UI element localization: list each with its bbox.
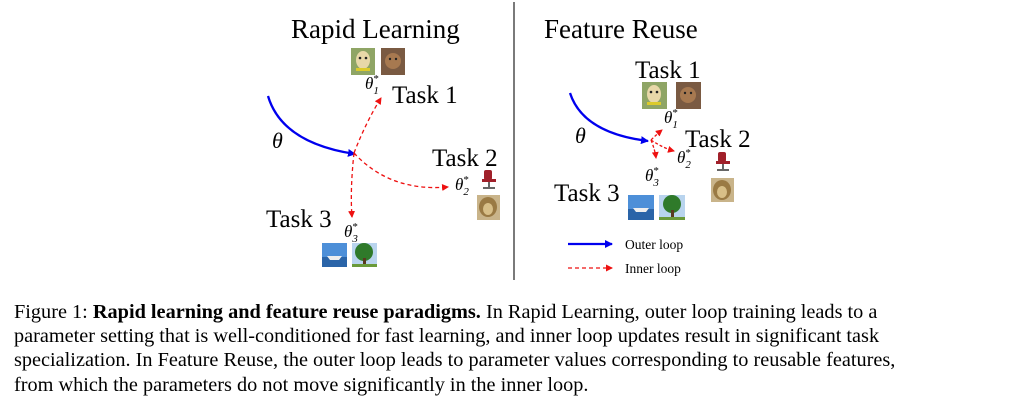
lion-thumbnail-icon (477, 195, 500, 220)
left-task1-thumbnails (351, 48, 405, 75)
left-task3-label: Task 3 (266, 206, 332, 233)
tree-thumbnail-icon (659, 195, 685, 220)
left-theta: θ (272, 128, 283, 153)
right-theta: θ (575, 123, 586, 148)
tree-thumbnail-icon (352, 243, 377, 267)
right-task3-thumbnails (628, 195, 685, 220)
chair-thumbnail-icon (478, 168, 500, 190)
boat-thumbnail-icon (628, 195, 654, 220)
right-theta2-star: θ2* (677, 147, 691, 171)
right-task2-thumbnails (711, 150, 734, 202)
right-task2-label: Task 2 (685, 126, 751, 153)
right-theta1-star: θ1* (664, 107, 678, 131)
legend: Outer loop Inner loop (568, 237, 683, 276)
left-panel-title: Rapid Learning (291, 14, 460, 44)
left-task3-thumbnails (322, 243, 377, 267)
left-outer-loop-arrow (266, 95, 356, 157)
legend-outer-loop-label: Outer loop (625, 237, 683, 252)
caption-line-1: Figure 1: Rapid learning and feature reu… (14, 300, 1014, 324)
boat-thumbnail-icon (322, 243, 347, 267)
caption-line1-rest: In Rapid Learning, outer loop training l… (480, 301, 878, 323)
right-theta3-star: θ3* (645, 165, 659, 189)
cat-thumbnail-icon (676, 82, 701, 109)
dog-thumbnail-icon (642, 82, 667, 109)
right-inner-loop-task3-arrow (650, 139, 659, 159)
right-task3-label: Task 3 (554, 180, 620, 207)
right-inner-loop-task2-arrow (650, 139, 675, 153)
caption-line-2: parameter setting that is well-condition… (14, 325, 880, 348)
caption-bold-title: Rapid learning and feature reuse paradig… (92, 301, 481, 323)
legend-inner-loop-label: Inner loop (625, 261, 681, 276)
left-theta3-star: θ3* (344, 221, 358, 245)
cat-thumbnail-icon (381, 48, 405, 75)
right-panel-title: Feature Reuse (544, 14, 698, 44)
left-task1-label: Task 1 (392, 82, 458, 109)
left-task2-thumbnails (477, 168, 500, 220)
left-inner-loop-task3-arrow (348, 152, 356, 218)
caption-line-3: specialization. In Feature Reuse, the ou… (14, 349, 896, 372)
lion-thumbnail-icon (711, 178, 734, 202)
figure-caption: Figure 1: Rapid learning and feature reu… (14, 300, 1014, 397)
dog-thumbnail-icon (351, 48, 375, 75)
left-task2-label: Task 2 (432, 145, 498, 172)
left-theta2-star: θ2* (455, 174, 469, 198)
caption-line-4: from which the parameters do not move si… (14, 373, 589, 396)
chair-thumbnail-icon (712, 150, 734, 174)
rapid-learning-panel: Rapid Learning θ θ1* Task 1 (266, 14, 500, 267)
right-task1-thumbnails (642, 82, 701, 109)
feature-reuse-panel: Feature Reuse Task 1 θ1* θ (544, 14, 751, 276)
right-outer-loop-arrow (568, 92, 649, 145)
left-inner-loop-task1-arrow (353, 97, 382, 154)
left-theta1-star: θ1* (365, 73, 379, 97)
caption-prefix: Figure 1: (14, 301, 93, 323)
right-inner-loop-task1-arrow (650, 129, 663, 141)
left-inner-loop-task2-arrow (353, 152, 449, 192)
right-task1-label: Task 1 (635, 57, 701, 84)
figure-1: Rapid Learning θ θ1* Task 1 (266, 2, 751, 280)
